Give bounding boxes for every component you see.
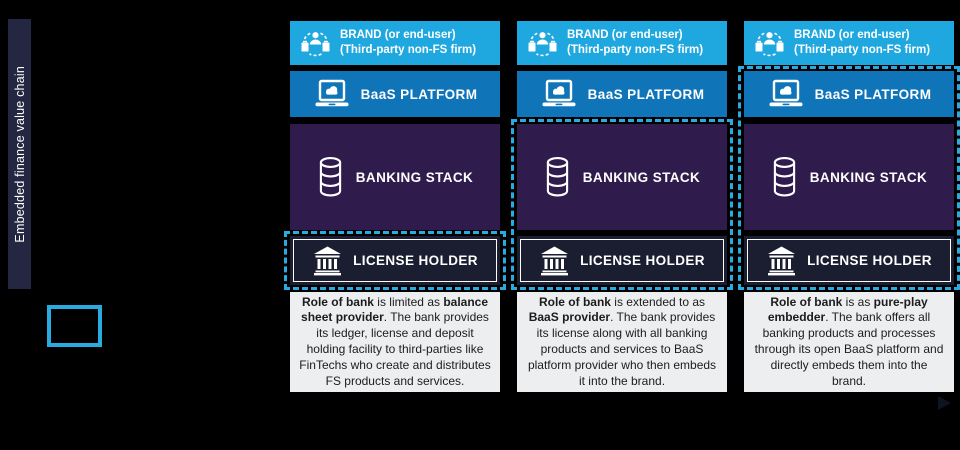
- baas-platform-label: BaaS PLATFORM: [814, 86, 932, 102]
- banking-stack-box: BANKING STACK: [290, 124, 500, 230]
- bank-building-icon: [314, 246, 342, 276]
- banking-stack-label: BANKING STACK: [582, 169, 701, 185]
- laptop-cloud-icon: [542, 79, 576, 107]
- column-pure-play-embedder: BRAND (or end-user) (Third-party non-FS …: [744, 0, 954, 450]
- cursor-arrow-icon: [938, 396, 951, 410]
- laptop-cloud-icon: [315, 79, 349, 107]
- legend-swatch-box: [47, 305, 102, 347]
- role-description-text: Role of bank is as pure-play embedder. T…: [754, 294, 944, 388]
- brand-box: BRAND (or end-user) (Third-party non-FS …: [517, 21, 727, 65]
- column-baas-provider: BRAND (or end-user) (Third-party non-FS …: [517, 0, 727, 450]
- column-balance-sheet-provider: BRAND (or end-user) (Third-party non-FS …: [290, 0, 500, 450]
- role-description: Role of bank is extended to as BaaS prov…: [517, 292, 727, 392]
- role-description-text: Role of bank is extended to as BaaS prov…: [527, 294, 717, 388]
- bank-building-icon: [541, 246, 569, 276]
- value-chain-label: Embedded finance value chain: [12, 65, 27, 243]
- brand-box: BRAND (or end-user) (Third-party non-FS …: [290, 21, 500, 65]
- role-description-text: Role of bank is limited as balance sheet…: [299, 294, 491, 388]
- brand-label: BRAND (or end-user) (Third-party non-FS …: [567, 29, 704, 56]
- database-icon: [773, 157, 795, 197]
- license-holder-box: LICENSE HOLDER: [744, 236, 954, 285]
- license-holder-box: LICENSE HOLDER: [290, 236, 500, 285]
- baas-platform-label: BaaS PLATFORM: [587, 86, 705, 102]
- license-holder-label: LICENSE HOLDER: [580, 253, 705, 268]
- database-icon: [319, 157, 341, 197]
- banking-stack-label: BANKING STACK: [809, 169, 928, 185]
- banking-stack-label: BANKING STACK: [355, 169, 474, 185]
- brand-label: BRAND (or end-user) (Third-party non-FS …: [340, 29, 477, 56]
- role-description: Role of bank is limited as balance sheet…: [290, 292, 500, 392]
- license-holder-label: LICENSE HOLDER: [353, 253, 478, 268]
- brand-box: BRAND (or end-user) (Third-party non-FS …: [744, 21, 954, 65]
- laptop-cloud-icon: [769, 79, 803, 107]
- banking-stack-box: BANKING STACK: [744, 124, 954, 230]
- value-chain-ribbon: Embedded finance value chain: [8, 19, 31, 289]
- database-icon: [546, 157, 568, 197]
- license-holder-box: LICENSE HOLDER: [517, 236, 727, 285]
- banking-stack-box: BANKING STACK: [517, 124, 727, 230]
- brand-users-icon: [301, 32, 330, 57]
- baas-platform-label: BaaS PLATFORM: [360, 86, 478, 102]
- baas-platform-box: BaaS PLATFORM: [744, 71, 954, 117]
- brand-users-icon: [755, 32, 784, 57]
- role-description: Role of bank is as pure-play embedder. T…: [744, 292, 954, 392]
- baas-platform-box: BaaS PLATFORM: [290, 71, 500, 117]
- bank-building-icon: [768, 246, 796, 276]
- baas-platform-box: BaaS PLATFORM: [517, 71, 727, 117]
- brand-users-icon: [528, 32, 557, 57]
- license-holder-label: LICENSE HOLDER: [807, 253, 932, 268]
- brand-label: BRAND (or end-user) (Third-party non-FS …: [794, 29, 931, 56]
